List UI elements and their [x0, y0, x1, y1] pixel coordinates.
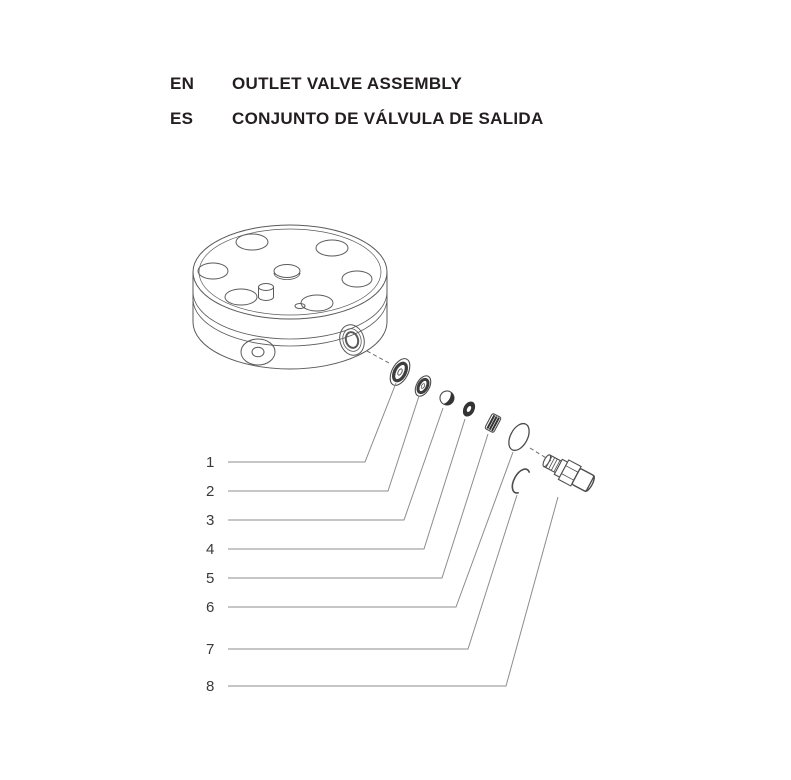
title-es: CONJUNTO DE VÁLVULA DE SALIDA [232, 109, 544, 128]
front-boss [240, 338, 276, 366]
part-2-valve-seat [414, 375, 432, 397]
title-block: EN OUTLET VALVE ASSEMBLY ES CONJUNTO DE … [170, 74, 544, 129]
callout-number-1: 1 [206, 454, 214, 471]
callout-7: 7 [206, 494, 518, 658]
leader-line-4 [228, 418, 466, 550]
title-en: OUTLET VALVE ASSEMBLY [232, 74, 463, 93]
callout-6: 6 [206, 451, 514, 616]
lang-code-es: ES [170, 109, 194, 128]
leader-line-8 [228, 496, 559, 687]
callout-number-2: 2 [206, 483, 214, 500]
part-8-outlet-fitting [542, 454, 595, 493]
top-boss [258, 283, 274, 301]
callout-number-6: 6 [206, 599, 214, 616]
part-3-ball [439, 390, 455, 406]
part-4-retainer [462, 401, 476, 417]
part-6-o-ring [508, 422, 530, 452]
pump-head-drawing [192, 224, 388, 370]
callout-number-5: 5 [206, 570, 214, 587]
callout-number-7: 7 [206, 641, 214, 658]
part-7-retaining-clip [511, 468, 531, 494]
small-top-hole [294, 303, 306, 309]
callouts: 1 2 3 4 5 6 7 [206, 382, 559, 695]
top-face-holes [197, 233, 373, 312]
lang-code-en: EN [170, 74, 195, 93]
callout-8: 8 [206, 496, 559, 695]
callout-number-3: 3 [206, 512, 214, 529]
part-5-gasket [484, 413, 502, 433]
callout-5: 5 [206, 433, 489, 587]
center-bore [273, 264, 301, 280]
title-row-en: EN OUTLET VALVE ASSEMBLY [170, 74, 544, 94]
leader-line-1 [228, 382, 397, 463]
callout-2: 2 [206, 395, 420, 500]
outlet-port [339, 324, 365, 356]
part-1-seal-washer [389, 358, 411, 386]
callout-4: 4 [206, 418, 466, 558]
callout-number-4: 4 [206, 541, 214, 558]
leader-line-2 [228, 395, 420, 492]
callout-1: 1 [206, 382, 397, 471]
callout-3: 3 [206, 407, 444, 529]
callout-number-8: 8 [206, 678, 214, 695]
leader-line-6 [228, 451, 514, 608]
leader-line-3 [228, 407, 444, 521]
leader-line-7 [228, 494, 518, 650]
leader-line-5 [228, 433, 489, 579]
title-row-es: ES CONJUNTO DE VÁLVULA DE SALIDA [170, 109, 544, 129]
